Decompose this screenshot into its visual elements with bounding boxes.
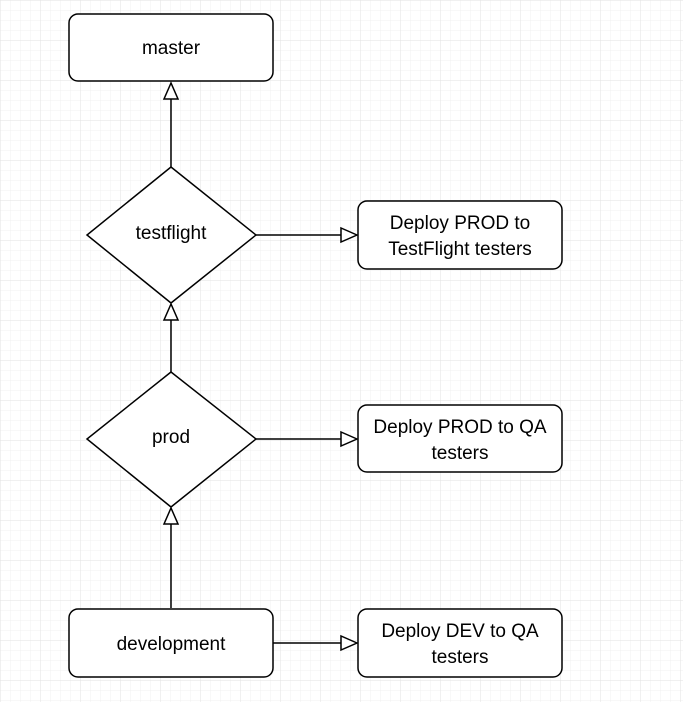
label-deploy-prod-qa-line2: testers (431, 443, 488, 464)
arrowhead-right-deploy-testflight (340, 226, 359, 244)
node-prod[interactable] (85, 371, 258, 508)
label-development: development (117, 634, 227, 655)
label-master: master (142, 38, 201, 59)
node-development[interactable] (68, 608, 274, 678)
arrowhead-up-master (162, 81, 180, 100)
label-testflight: testflight (136, 223, 207, 244)
label-deploy-dev-qa-line2: testers (431, 647, 488, 668)
label-deploy-dev-qa-line1: Deploy DEV to QA (381, 621, 539, 642)
node-deploy-testflight[interactable] (357, 200, 563, 270)
arrowhead-right-deploy-prod-qa (340, 430, 359, 448)
arrowhead-right-deploy-dev-qa (340, 634, 359, 652)
node-master[interactable] (68, 13, 274, 82)
node-testflight[interactable] (85, 166, 258, 304)
label-deploy-testflight-line1: Deploy PROD to (390, 213, 530, 234)
label-prod: prod (152, 427, 190, 448)
arrowhead-up-prod (162, 506, 180, 525)
node-deploy-prod-qa[interactable] (357, 404, 563, 473)
label-deploy-testflight-line2: TestFlight testers (388, 239, 532, 260)
arrowhead-up-testflight (162, 302, 180, 321)
label-deploy-prod-qa-line1: Deploy PROD to QA (373, 417, 546, 438)
node-deploy-dev-qa[interactable] (357, 608, 563, 678)
